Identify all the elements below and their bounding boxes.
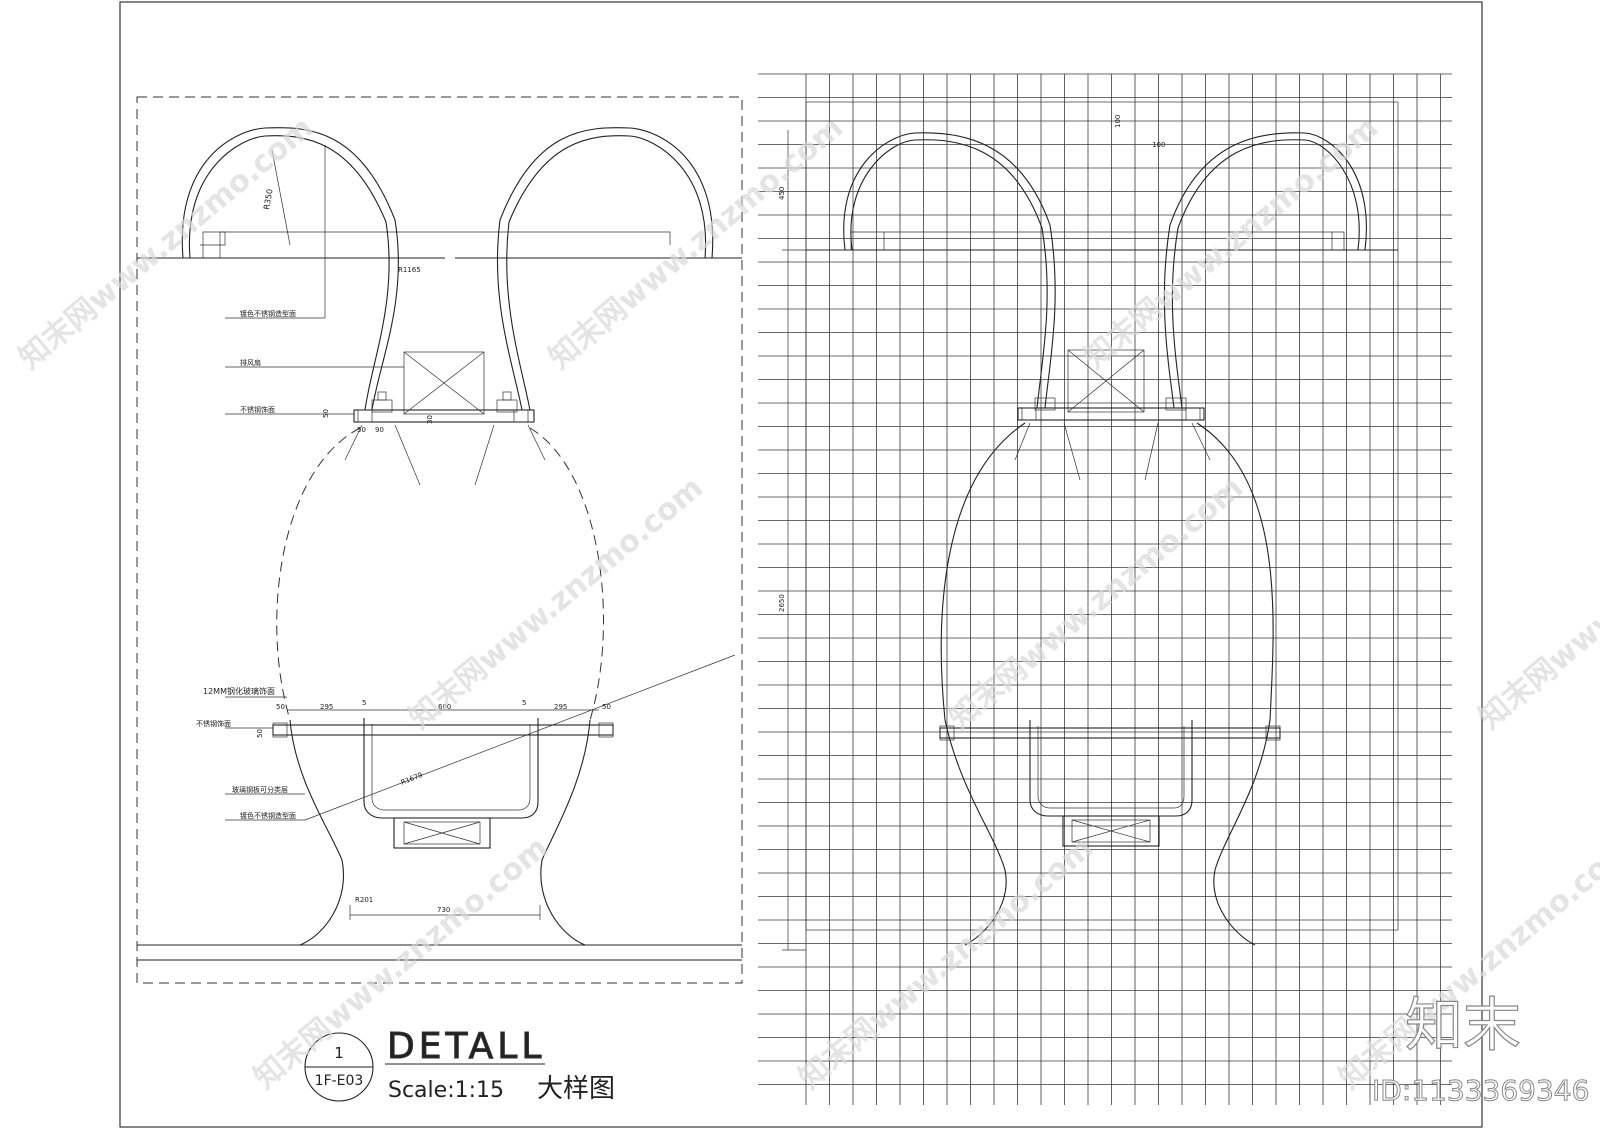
watermark-brand: 知末 xyxy=(1405,991,1521,1059)
detail-title: DETALL xyxy=(387,1026,545,1067)
detail-number: 1 xyxy=(334,1044,344,1062)
detail-title-cn: 大样图 xyxy=(537,1074,615,1104)
dim-30: 30 xyxy=(426,415,434,424)
glass-shelf xyxy=(272,724,614,736)
dim-50c: 50 xyxy=(276,703,285,711)
label-wall-top: 镀色不锈钢造型面 xyxy=(240,309,296,318)
dim-90: 90 xyxy=(375,426,384,434)
left-detail-frame xyxy=(136,96,743,984)
dim-50d: 50 xyxy=(602,703,611,711)
dim-50e: 50 xyxy=(256,729,264,738)
right-detail: 100 100 450 2650 xyxy=(778,101,1399,951)
dim-730: 730 xyxy=(437,906,450,914)
label-vent: 排风扇 xyxy=(240,358,261,367)
detail-sheet: 1F-E03 xyxy=(315,1073,364,1089)
label-glass-rail: 玻璃钢板可分类层 xyxy=(232,785,288,794)
radius-large-label: R1679 xyxy=(400,771,424,787)
dim-50a: 50 xyxy=(357,426,366,434)
watermark-site: 知末网www.znzmo.com xyxy=(793,830,1100,1096)
radius-top-label: R350 xyxy=(262,188,274,210)
sheet-border xyxy=(119,1,1483,1128)
vent-box xyxy=(403,351,485,415)
watermark-site: 知末网www.znzmo.com xyxy=(943,470,1250,736)
dim-295b: 295 xyxy=(554,703,567,711)
radius-mid-label: R1165 xyxy=(398,266,421,274)
right-arch-outer xyxy=(496,127,714,411)
basin xyxy=(363,718,539,819)
label-steel-mid: 不锈钢饰面 xyxy=(196,719,231,728)
left-arch-outer xyxy=(181,127,399,411)
watermark-site: 知末网www.znzmo.com xyxy=(543,110,850,376)
left-body-curve xyxy=(289,719,344,946)
right-arch-inner xyxy=(506,135,707,411)
grid-dim-2650: 2650 xyxy=(778,594,786,612)
left-annotations: R350 R1165 R1679 R201 镀色不锈钢造型面 排风扇 不锈钢饰面… xyxy=(196,188,611,914)
watermark-site: 知末网www.znzmo.com xyxy=(1473,470,1600,736)
right-body-curve xyxy=(540,719,591,946)
left-arch-inner xyxy=(188,135,390,411)
label-steel-top: 不锈钢饰面 xyxy=(240,405,275,414)
detail-scale: Scale:1:15 xyxy=(388,1078,504,1103)
watermark-id: ID:1133369346 xyxy=(1372,1074,1589,1107)
grid-dim-100a: 100 xyxy=(1114,115,1122,128)
watermark-site: 知末网www.znzmo.com xyxy=(13,110,320,376)
label-glass: 12MM钢化玻璃饰面 xyxy=(203,686,275,696)
radius-base-label: R201 xyxy=(355,896,373,904)
grid-overlay xyxy=(758,73,1452,1105)
detail-title-block: 1 1F-E03 DETALL Scale:1:15 大样图 xyxy=(304,1026,615,1104)
left-detail xyxy=(136,96,743,984)
grid-dim-100b: 100 xyxy=(1152,141,1165,149)
watermark-site: 知末网www.znzmo.com xyxy=(1078,110,1385,376)
radius-leader xyxy=(304,654,736,821)
dim-600: 600 xyxy=(438,703,451,711)
dim-5a: 5 xyxy=(362,699,366,707)
dim-50b: 50 xyxy=(322,409,330,418)
label-wall-bottom: 镀色不锈钢造型面 xyxy=(240,811,296,820)
dim-5b: 5 xyxy=(522,699,526,707)
grid-dim-450: 450 xyxy=(778,187,786,200)
watermark-site: 知末网www.znzmo.com xyxy=(403,470,710,736)
dim-295a: 295 xyxy=(320,703,333,711)
